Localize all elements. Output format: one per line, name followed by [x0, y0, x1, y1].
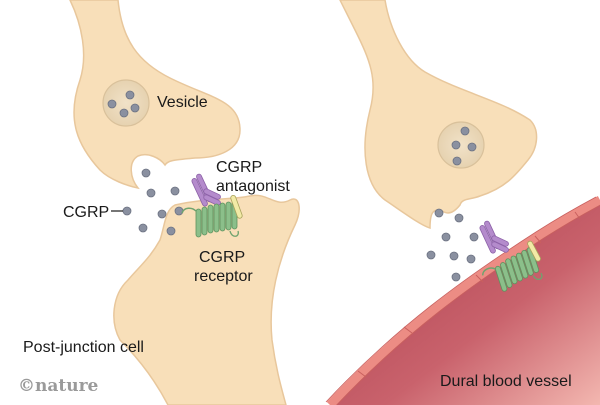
- cgrp-molecule: [157, 209, 167, 219]
- antagonist-label-line1: CGRP: [216, 159, 262, 176]
- cgrp-molecule: [466, 254, 476, 264]
- presynaptic-neuron-left: [69, 0, 241, 190]
- vessel-cell-dividers: [357, 211, 581, 378]
- cgrp-molecule: [130, 103, 140, 113]
- cgrp-antagonist-left: [191, 173, 221, 207]
- cgrp-molecule: [426, 250, 436, 260]
- presynaptic-neuron-right: [339, 0, 538, 230]
- vesicle-left: [102, 79, 150, 127]
- cgrp-receptor-right: [481, 240, 543, 292]
- dural-blood-vessel-label: Dural blood vessel: [440, 373, 572, 390]
- cgrp-molecule: [107, 99, 117, 109]
- antagonist-label-line2: antagonist: [216, 178, 290, 195]
- receptor-label-line1: CGRP: [199, 249, 245, 266]
- vesicle-right: [437, 121, 485, 169]
- nature-credit: ©nature: [18, 376, 99, 396]
- cgrp-molecule: [138, 223, 148, 233]
- cgrp-molecule: [467, 142, 477, 152]
- cgrp-molecule: [166, 226, 176, 236]
- cgrp-molecule: [141, 168, 151, 178]
- cgrp-label: CGRP: [63, 204, 109, 221]
- vesicle-label: Vesicle: [157, 94, 208, 111]
- cgrp-molecule: [452, 156, 462, 166]
- cgrp-molecule: [434, 208, 444, 218]
- cgrp-molecule: [170, 186, 180, 196]
- cgrp-cluster-right: [426, 208, 479, 282]
- cgrp-molecule: [451, 272, 461, 282]
- cgrp-molecule: [460, 126, 470, 136]
- cgrp-molecule: [174, 206, 184, 216]
- cgrp-molecule: [122, 206, 132, 216]
- cgrp-molecule: [119, 108, 129, 118]
- cgrp-molecule: [449, 251, 459, 261]
- post-junction-cell-label: Post-junction cell: [23, 339, 144, 356]
- cgrp-receptor-left: [181, 195, 243, 238]
- cgrp-molecule: [125, 90, 135, 100]
- post-junction-cell: [113, 194, 300, 405]
- cgrp-antagonist-right: [479, 220, 509, 254]
- cgrp-molecule: [451, 140, 461, 150]
- cgrp-molecule: [146, 188, 156, 198]
- receptor-label-line2: receptor: [194, 268, 253, 285]
- cgrp-molecule: [441, 232, 451, 242]
- cgrp-molecule: [454, 213, 464, 223]
- cgrp-molecule: [469, 232, 479, 242]
